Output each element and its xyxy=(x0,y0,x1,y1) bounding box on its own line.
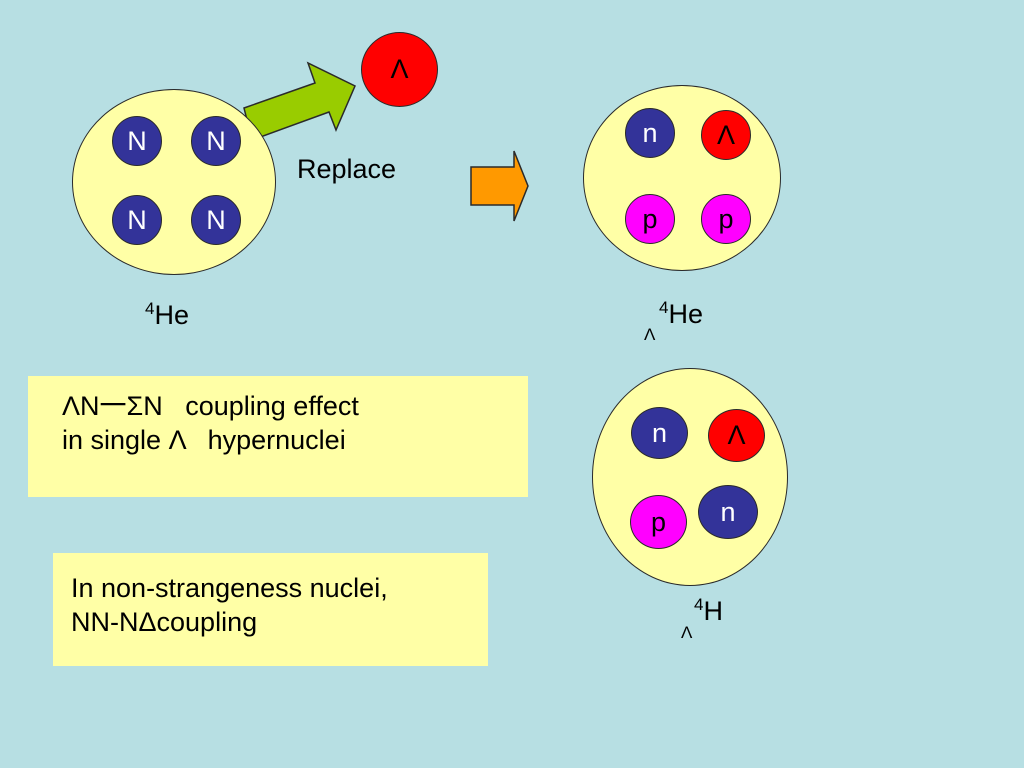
lambda-he4-mass-number: 4 xyxy=(659,298,669,317)
lambda-he4-label: 4He xyxy=(659,298,703,329)
lambda-h4-hyperon-subscript: Λ xyxy=(681,623,693,642)
non-strangeness-box: In non-strangeness nuclei, NN-NΔcoupling xyxy=(53,553,488,666)
hypernuclei-coupling-line-2: in single Λ hypernuclei xyxy=(62,425,346,455)
non-strangeness-line-1: In non-strangeness nuclei, xyxy=(71,573,388,603)
lambda-h4-proton: p xyxy=(630,495,687,549)
lambda-he4-element: He xyxy=(668,299,703,329)
lambda-h4-element: H xyxy=(703,596,723,626)
he4-nucleon-3: N xyxy=(112,195,162,245)
replace-arrow xyxy=(243,61,356,141)
lambda-h4-mass-number: 4 xyxy=(694,595,704,614)
lambda-h4-neutron-1: n xyxy=(631,407,688,459)
hypernuclei-coupling-line-1: ΛN一ΣN coupling effect xyxy=(62,391,359,421)
free-lambda-symbol: Λ xyxy=(390,54,409,84)
non-strangeness-line-2: NN-NΔcoupling xyxy=(71,607,258,637)
replace-label: Replace xyxy=(297,154,397,184)
lambda-h4-label: 4H xyxy=(694,595,723,626)
lambda-h4-lambda: Λ xyxy=(708,409,765,462)
he4-nucleon-4: N xyxy=(191,195,241,245)
lambda-he4-proton-1: p xyxy=(625,194,675,244)
lambda-he4-nucleus xyxy=(583,85,781,271)
lambda-h4-nucleus xyxy=(592,368,788,586)
free-lambda-particle: Λ xyxy=(361,32,438,107)
lambda-he4-neutron: n xyxy=(625,108,675,158)
lambda-h4-neutron-2: n xyxy=(698,485,758,539)
lambda-he4-lambda: Λ xyxy=(701,110,751,160)
he4-label: 4He xyxy=(145,299,189,330)
transition-arrow xyxy=(470,150,529,222)
hypernuclei-coupling-box: ΛN一ΣN coupling effect in single Λ hypern… xyxy=(28,376,528,497)
he4-nucleon-2: N xyxy=(191,116,241,166)
he4-nucleon-1: N xyxy=(112,116,162,166)
he4-element: He xyxy=(154,300,189,330)
lambda-he4-proton-2: p xyxy=(701,194,751,244)
he4-mass-number: 4 xyxy=(145,299,155,318)
lambda-he4-hyperon-subscript: Λ xyxy=(644,325,656,344)
he4-nucleus xyxy=(72,89,276,275)
